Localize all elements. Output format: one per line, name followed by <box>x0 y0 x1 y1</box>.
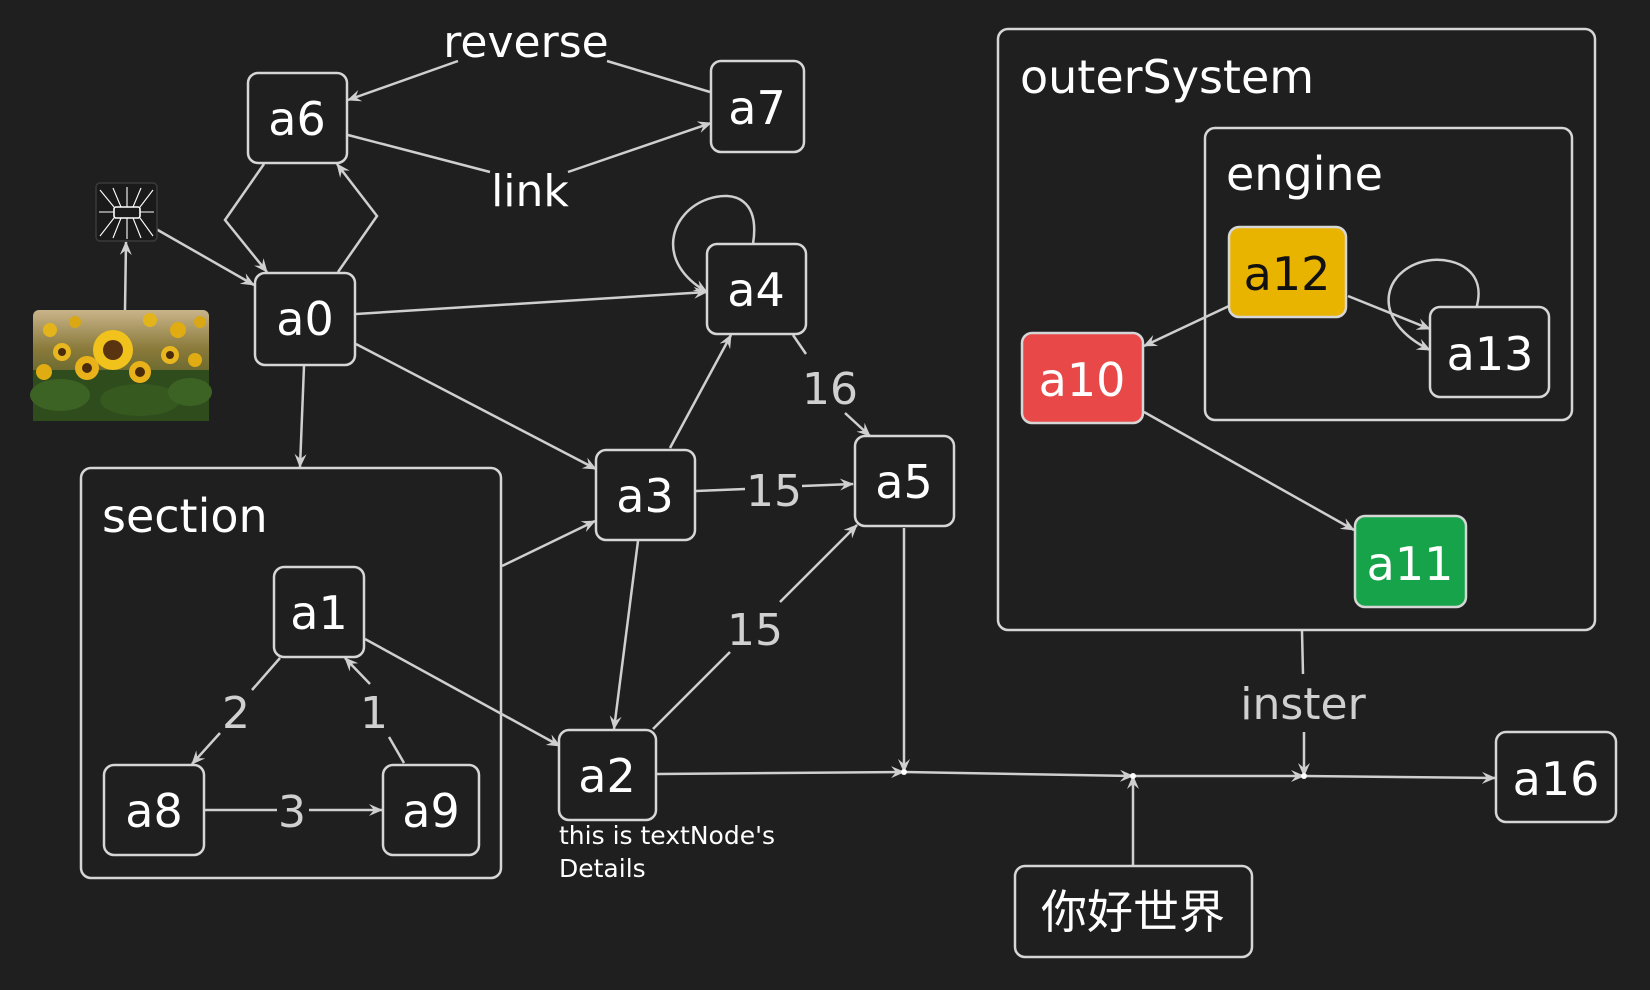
edge-a4-self[interactable] <box>671 194 756 294</box>
sunflower-field-photo[interactable] <box>30 310 212 421</box>
svg-text:a8: a8 <box>125 784 182 838</box>
edge-junction-junction2[interactable] <box>903 769 1134 782</box>
edge-photo-chip[interactable] <box>119 241 132 311</box>
edge-a1-a8[interactable] <box>192 657 281 764</box>
edge-section-a3[interactable] <box>501 519 596 568</box>
edge-label-reverse: reverse <box>443 17 608 68</box>
edge-a2-junction[interactable] <box>656 766 905 779</box>
svg-text:3: 3 <box>278 787 306 838</box>
svg-text:你好世界: 你好世界 <box>1041 885 1225 939</box>
node-a1[interactable]: a1 <box>272 565 366 659</box>
edge-a0-section[interactable] <box>294 365 307 468</box>
group-engine-label: engine <box>1226 147 1383 201</box>
edge-label-15-a3-a5: 15 <box>746 466 802 517</box>
node-a8[interactable]: a8 <box>102 763 206 857</box>
edge-a4-a5[interactable] <box>791 334 870 436</box>
edge-a9-a1[interactable] <box>345 658 406 764</box>
group-section[interactable]: section <box>79 466 503 880</box>
edge-a1-a2[interactable] <box>364 637 561 748</box>
node-a10[interactable]: a10 <box>1020 331 1145 425</box>
edge-a12-a13[interactable] <box>1347 294 1431 331</box>
node-a3[interactable]: a3 <box>594 448 697 542</box>
edge-outer-system-inster[interactable] <box>1302 630 1304 776</box>
junction-point <box>901 769 907 775</box>
edge-a0-a6[interactable] <box>336 163 379 273</box>
svg-text:15: 15 <box>746 466 802 517</box>
edge-a10-a11[interactable] <box>1143 410 1355 532</box>
group-section-label: section <box>102 489 268 543</box>
edge-junction3-a16[interactable] <box>1303 771 1496 784</box>
node-a4[interactable]: a4 <box>705 242 808 336</box>
edge-a7-a6-reverse[interactable] <box>348 59 711 100</box>
edge-chip-a0[interactable] <box>155 227 255 287</box>
svg-text:Details: Details <box>559 854 646 883</box>
text-node-details: this is textNode's Details <box>559 821 775 883</box>
chip-icon[interactable] <box>95 182 158 242</box>
group-outer-system[interactable]: outerSystem <box>996 27 1597 632</box>
svg-text:a0: a0 <box>276 292 333 346</box>
edge-label-link: link <box>491 166 569 217</box>
svg-text:a13: a13 <box>1447 327 1534 381</box>
svg-text:a1: a1 <box>290 586 347 640</box>
svg-text:2: 2 <box>222 688 250 739</box>
edge-label-15-a2-a5: 15 <box>727 605 783 656</box>
svg-text:1: 1 <box>360 688 388 739</box>
edge-a0-a3[interactable] <box>355 342 597 471</box>
node-a11[interactable]: a11 <box>1353 514 1468 609</box>
svg-text:a4: a4 <box>727 263 784 317</box>
edge-a0-a4[interactable] <box>355 286 708 316</box>
node-a13[interactable]: a13 <box>1428 305 1551 399</box>
svg-text:15: 15 <box>727 605 783 656</box>
svg-text:a7: a7 <box>728 81 785 135</box>
edge-label-16: 16 <box>802 364 858 415</box>
edge-a3-a4[interactable] <box>668 334 733 449</box>
node-a9[interactable]: a9 <box>381 763 481 857</box>
edge-a6-a7-link[interactable] <box>347 123 711 174</box>
edge-a13-self[interactable] <box>1387 258 1480 352</box>
node-a0[interactable]: a0 <box>253 271 357 367</box>
edge-a2-a5[interactable] <box>652 525 857 730</box>
svg-text:a11: a11 <box>1367 537 1454 591</box>
group-engine[interactable]: engine <box>1203 126 1574 422</box>
node-a5[interactable]: a5 <box>853 434 956 528</box>
node-a7[interactable]: a7 <box>709 59 806 154</box>
node-hello-world[interactable]: 你好世界 <box>1013 864 1254 959</box>
edge-a3-a5[interactable] <box>695 484 853 491</box>
edge-label-3: 3 <box>278 787 306 838</box>
node-a12[interactable]: a12 <box>1227 225 1348 319</box>
svg-text:16: 16 <box>802 364 858 415</box>
svg-text:a6: a6 <box>268 92 325 146</box>
edge-a12-a10[interactable] <box>1143 304 1230 348</box>
node-a2[interactable]: a2 <box>557 728 658 822</box>
node-a16[interactable]: a16 <box>1494 730 1618 824</box>
node-a6[interactable]: a6 <box>246 71 349 165</box>
svg-text:a10: a10 <box>1039 353 1126 407</box>
edge-a6-a0[interactable] <box>223 163 268 273</box>
edge-label-1: 1 <box>360 688 388 739</box>
junction-point <box>1301 773 1307 779</box>
svg-text:reverse: reverse <box>443 17 608 68</box>
group-outer-system-label: outerSystem <box>1020 50 1314 104</box>
svg-text:a3: a3 <box>616 469 673 523</box>
svg-text:inster: inster <box>1240 679 1366 730</box>
svg-text:a16: a16 <box>1513 752 1600 806</box>
edge-a3-a2[interactable] <box>609 540 640 730</box>
junction-point <box>1130 773 1136 779</box>
svg-text:a5: a5 <box>875 455 932 509</box>
svg-text:a9: a9 <box>402 784 459 838</box>
svg-text:a2: a2 <box>578 749 635 803</box>
edge-label-2: 2 <box>222 688 250 739</box>
svg-text:a12: a12 <box>1244 247 1331 301</box>
edge-label-inster: inster <box>1240 679 1366 730</box>
svg-text:this is textNode's: this is textNode's <box>559 821 775 850</box>
svg-text:link: link <box>491 166 569 217</box>
